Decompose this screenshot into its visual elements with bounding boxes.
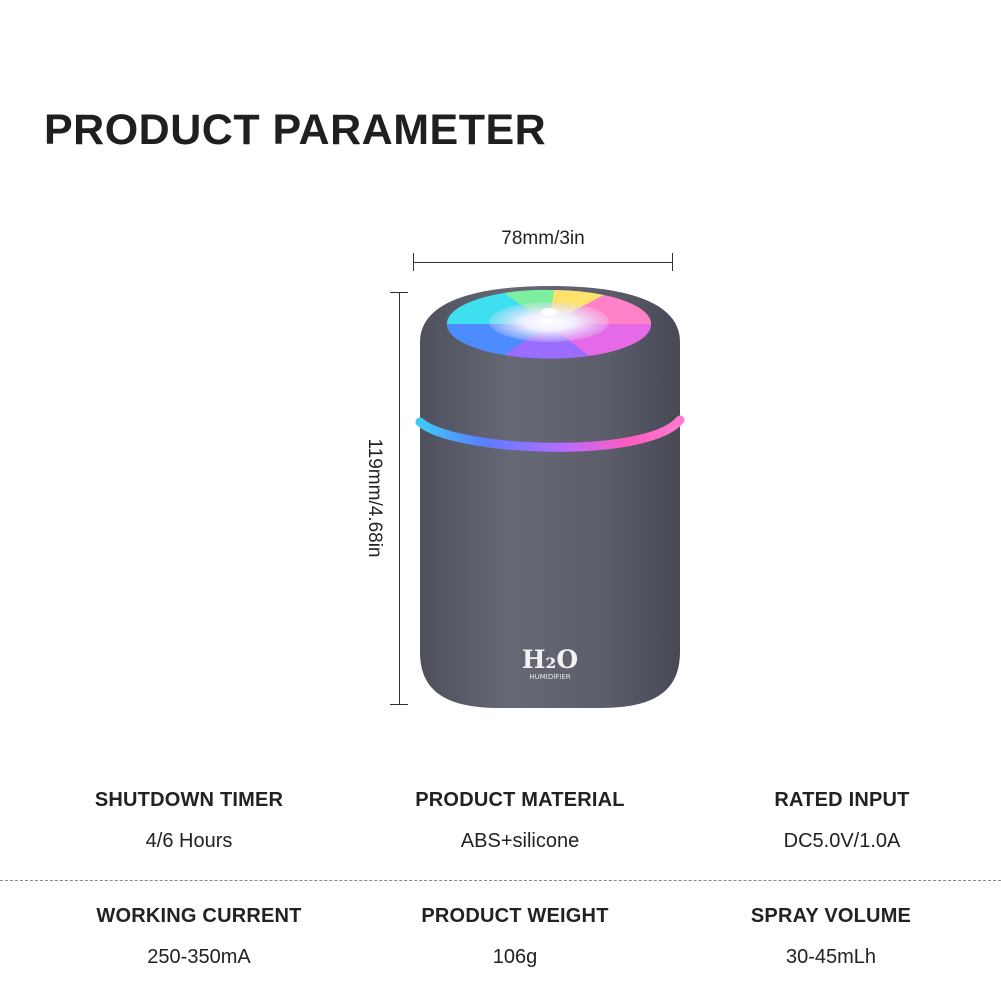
height-dimension-cap-bottom [390,704,408,705]
humidifier-product-image: H₂O HUMIDIFIER [415,286,685,708]
height-dimension-label: 119mm/4.68in [364,438,385,558]
param-value: 250-350mA [147,946,251,968]
width-dimension-label: 78mm/3in [501,228,585,249]
param-label: RATED INPUT [774,789,910,811]
height-dimension-cap-top [390,292,408,293]
page-title: PRODUCT PARAMETER [44,106,547,154]
param-rated-input: RATED INPUT DC5.0V/1.0A [692,789,992,853]
width-dimension-cap-left [413,253,414,271]
top-light-glow [489,302,609,342]
param-label: SPRAY VOLUME [750,905,912,927]
param-label: WORKING CURRENT [96,905,302,927]
param-label: PRODUCT MATERIAL [415,789,625,811]
param-value: DC5.0V/1.0A [783,830,901,852]
divider-dashed [0,880,1001,881]
humidifier-body [420,286,680,708]
product-logo-h2o: H₂O [522,645,578,674]
param-value: ABS+silicone [460,830,580,852]
param-product-material: PRODUCT MATERIAL ABS+silicone [370,789,670,853]
param-spray-volume: SPRAY VOLUME 30-45mLh [681,905,981,969]
param-label: PRODUCT WEIGHT [421,905,609,927]
param-shutdown-timer: SHUTDOWN TIMER 4/6 Hours [39,789,339,853]
height-dimension-line [399,292,400,704]
light-ring [415,415,685,452]
param-product-weight: PRODUCT WEIGHT 106g [365,905,665,969]
param-working-current: WORKING CURRENT 250-350mA [49,905,349,969]
product-logo-humidifier: HUMIDIFIER [529,673,570,681]
width-dimension-cap-right [672,253,673,271]
param-value: 30-45mLh [785,946,877,968]
param-value: 106g [492,946,538,968]
param-value: 4/6 Hours [145,830,233,852]
width-dimension-line [413,262,672,263]
spray-nozzle [541,308,557,316]
param-label: SHUTDOWN TIMER [94,789,284,811]
